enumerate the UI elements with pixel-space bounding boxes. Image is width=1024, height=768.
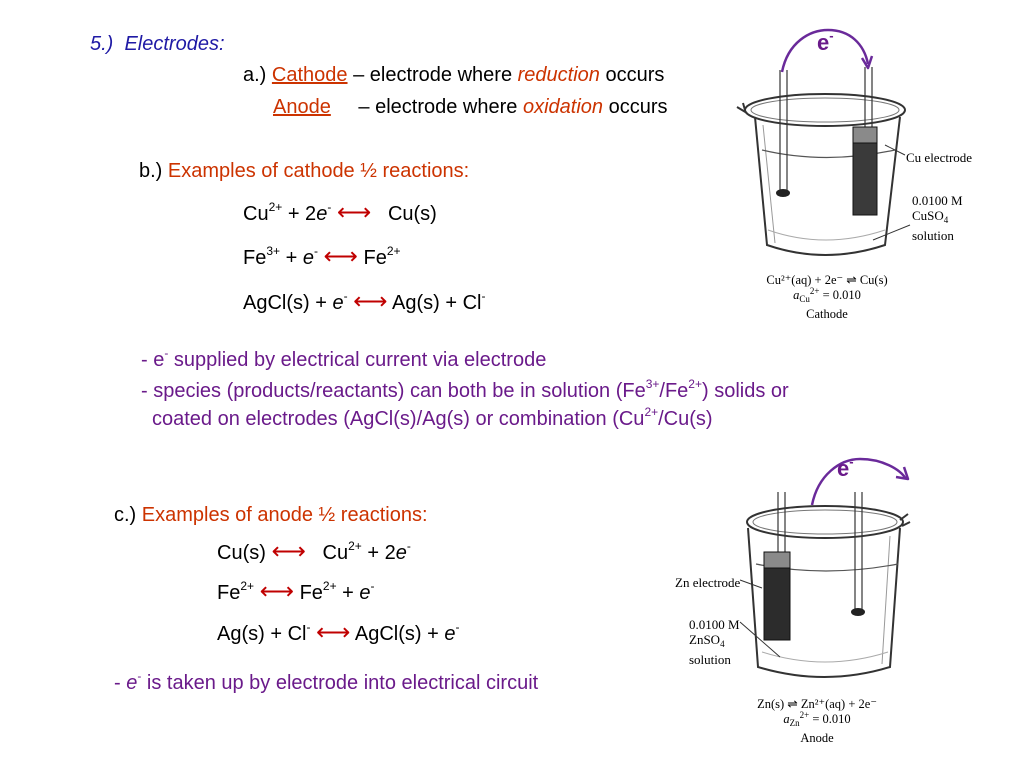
section-title-text: Electrodes: — [124, 33, 225, 55]
equilibrium-arrow-icon: ⟷ — [323, 243, 358, 270]
cathode-prefix: b.) — [139, 160, 163, 182]
anode-end: occurs — [608, 96, 668, 118]
cathode-mid: – electrode where — [353, 64, 513, 86]
cathode-note-2-line-1: - species (products/reactants) can both … — [141, 377, 789, 402]
anode-note: - e- is taken up by electrode into elect… — [114, 669, 539, 694]
cathode-reaction-2: Fe3+ + e- ⟷ Fe2+ — [243, 243, 401, 270]
equilibrium-arrow-icon: ⟷ — [259, 578, 294, 605]
cathode-reaction-1: Cu2+ + 2e- ⟷ Cu(s) — [243, 199, 437, 226]
anode-electron-arrow-icon — [810, 457, 910, 506]
cathode-heading: b.) Examples of cathode ½ reactions: — [139, 160, 469, 183]
anode-definition: Anode – electrode where oxidation occurs — [273, 96, 667, 119]
cathode-note-2-line-2: coated on electrodes (AgCl(s)/Ag(s) or c… — [152, 405, 713, 430]
equilibrium-arrow-icon: ⟷ — [316, 619, 351, 646]
anode-beaker-diagram — [739, 492, 911, 678]
anode-reaction-1: Cu(s) ⟷ Cu2+ + 2e- — [217, 538, 411, 565]
cathode-note-1: - e- supplied by electrical current via … — [141, 346, 547, 371]
znso4-solution-label: 0.0100 M ZnSO4 solution — [689, 617, 740, 667]
equilibrium-arrow-icon: ⟷ — [336, 199, 372, 226]
anode-caption: Zn(s) ⇌ Zn²⁺(aq) + 2e⁻ aZn2+ = 0.010 Ano… — [757, 697, 877, 745]
cathode-reaction-3: AgCl(s) + e- ⟷ Ag(s) + Cl- — [243, 288, 486, 315]
cathode-definition: a.) Cathode – electrode where reduction … — [243, 64, 664, 87]
anode-heading: c.) Examples of anode ½ reactions: — [114, 504, 428, 527]
cathode-electron-arrow-icon — [780, 28, 874, 73]
oxidation-keyword: oxidation — [522, 96, 604, 118]
cuso4-solution-label: 0.0100 M CuSO4 solution — [912, 193, 963, 243]
reduction-keyword: reduction — [517, 64, 600, 86]
cathode-beaker-diagram — [736, 67, 911, 256]
cathode-term: Cathode — [271, 64, 348, 86]
equilibrium-arrow-icon: ⟷ — [271, 538, 306, 565]
section-title: 5.) Electrodes: — [90, 33, 225, 56]
cathode-caption: Cu²⁺(aq) + 2e⁻ ⇌ Cu(s) aCu2+ = 0.010 Cat… — [766, 273, 888, 321]
anode-mid: – electrode where — [358, 96, 518, 118]
anode-reaction-2: Fe2+ ⟷ Fe2+ + e- — [217, 578, 375, 605]
cathode-end: occurs — [605, 64, 665, 86]
def-prefix: a.) — [243, 64, 267, 86]
cathode-electron-label: e- — [817, 28, 834, 55]
cathode-heading-text: Examples of cathode ½ reactions: — [167, 160, 470, 182]
section-number: 5.) — [90, 33, 114, 55]
zn-electrode-label: Zn electrode — [675, 575, 741, 590]
anode-electron-label: e- — [837, 454, 854, 481]
anode-prefix: c.) — [114, 504, 137, 526]
anode-heading-text: Examples of anode ½ reactions: — [141, 504, 428, 526]
cu-electrode-label: Cu electrode — [906, 150, 973, 165]
equilibrium-arrow-icon: ⟷ — [353, 288, 388, 315]
anode-term: Anode — [273, 96, 331, 118]
anode-reaction-3: Ag(s) + Cl- ⟷ AgCl(s) + e- — [217, 619, 460, 646]
